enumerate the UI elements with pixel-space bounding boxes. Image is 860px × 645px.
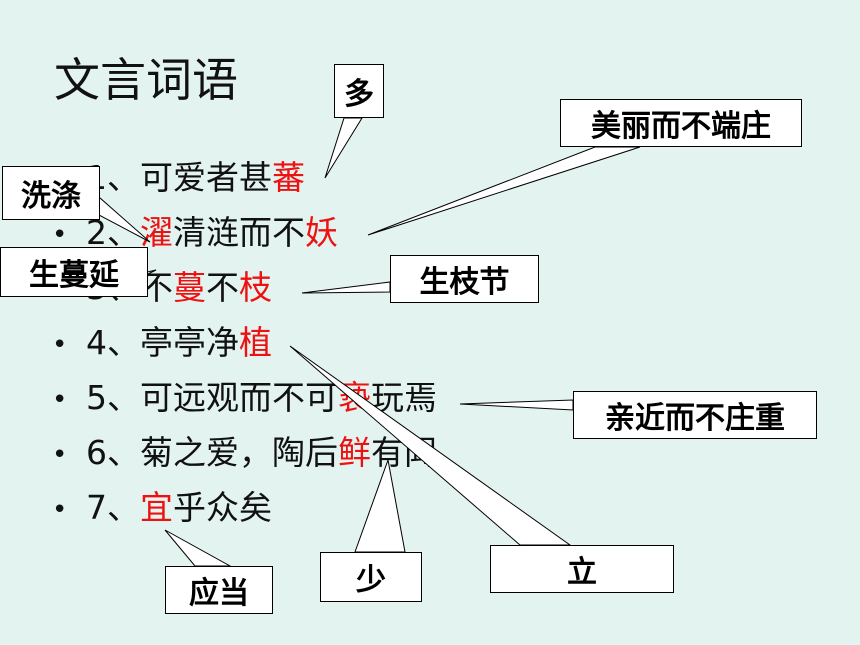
list-item: • 7、宜乎众矣 — [52, 486, 272, 532]
item-text: 可爱者甚 — [140, 158, 272, 197]
item-number: 7、 — [86, 488, 140, 527]
callout-sheng-zhi-jie: 生枝节 — [390, 255, 539, 303]
highlighted-word: 亵 — [338, 378, 371, 417]
highlighted-word: 蔓 — [173, 268, 206, 307]
highlighted-word: 植 — [239, 323, 272, 362]
callout-shao: 少 — [320, 552, 422, 602]
callout-li: 立 — [490, 545, 674, 593]
highlighted-word: 妖 — [305, 213, 338, 252]
item-text: 玩焉 — [371, 378, 437, 417]
callout-xi-di: 洗涤 — [2, 166, 100, 220]
callout-qin-jin: 亲近而不庄重 — [573, 391, 817, 439]
callout-tail-qin-jin — [459, 399, 574, 411]
item-text: 亭亭净 — [140, 323, 239, 362]
item-text: 不 — [206, 268, 239, 307]
item-text: 可远观而不可 — [140, 378, 338, 417]
highlighted-word: 宜 — [140, 488, 173, 527]
bullet: • — [52, 439, 68, 470]
bullet: • — [52, 384, 68, 415]
slide-title: 文言词语 — [54, 53, 238, 107]
item-number: 5、 — [86, 378, 140, 417]
highlighted-word: 枝 — [239, 268, 272, 307]
bullet: • — [52, 329, 68, 360]
callout-sheng-man-yan: 生蔓延 — [0, 247, 148, 297]
callout-tail-sheng-zhi-jie — [301, 281, 391, 294]
bullet: • — [52, 494, 68, 525]
list-item: • 4、亭亭净植 — [52, 321, 272, 367]
item-number: 6、 — [86, 433, 140, 472]
highlighted-word: 蕃 — [272, 158, 305, 197]
list-item: • 5、可远观而不可亵玩焉 — [52, 376, 437, 422]
callout-mei-li: 美丽而不端庄 — [560, 99, 802, 147]
item-number: 4、 — [86, 323, 140, 362]
callout-tail-ying-dang — [164, 529, 232, 567]
callout-duo: 多 — [334, 64, 384, 118]
item-text: 清涟而不 — [173, 213, 305, 252]
list-item: • 6、菊之爱，陶后鲜有闻 — [52, 431, 437, 477]
callout-tail-mei-li — [367, 146, 641, 236]
callout-ying-dang: 应当 — [165, 566, 273, 614]
callout-tail-duo — [324, 117, 363, 179]
item-text: 有闻 — [371, 433, 437, 472]
bullet: • — [52, 219, 68, 250]
item-text: 乎众矣 — [173, 488, 272, 527]
highlighted-word: 鲜 — [338, 433, 371, 472]
item-text: 菊之爱，陶后 — [140, 433, 338, 472]
